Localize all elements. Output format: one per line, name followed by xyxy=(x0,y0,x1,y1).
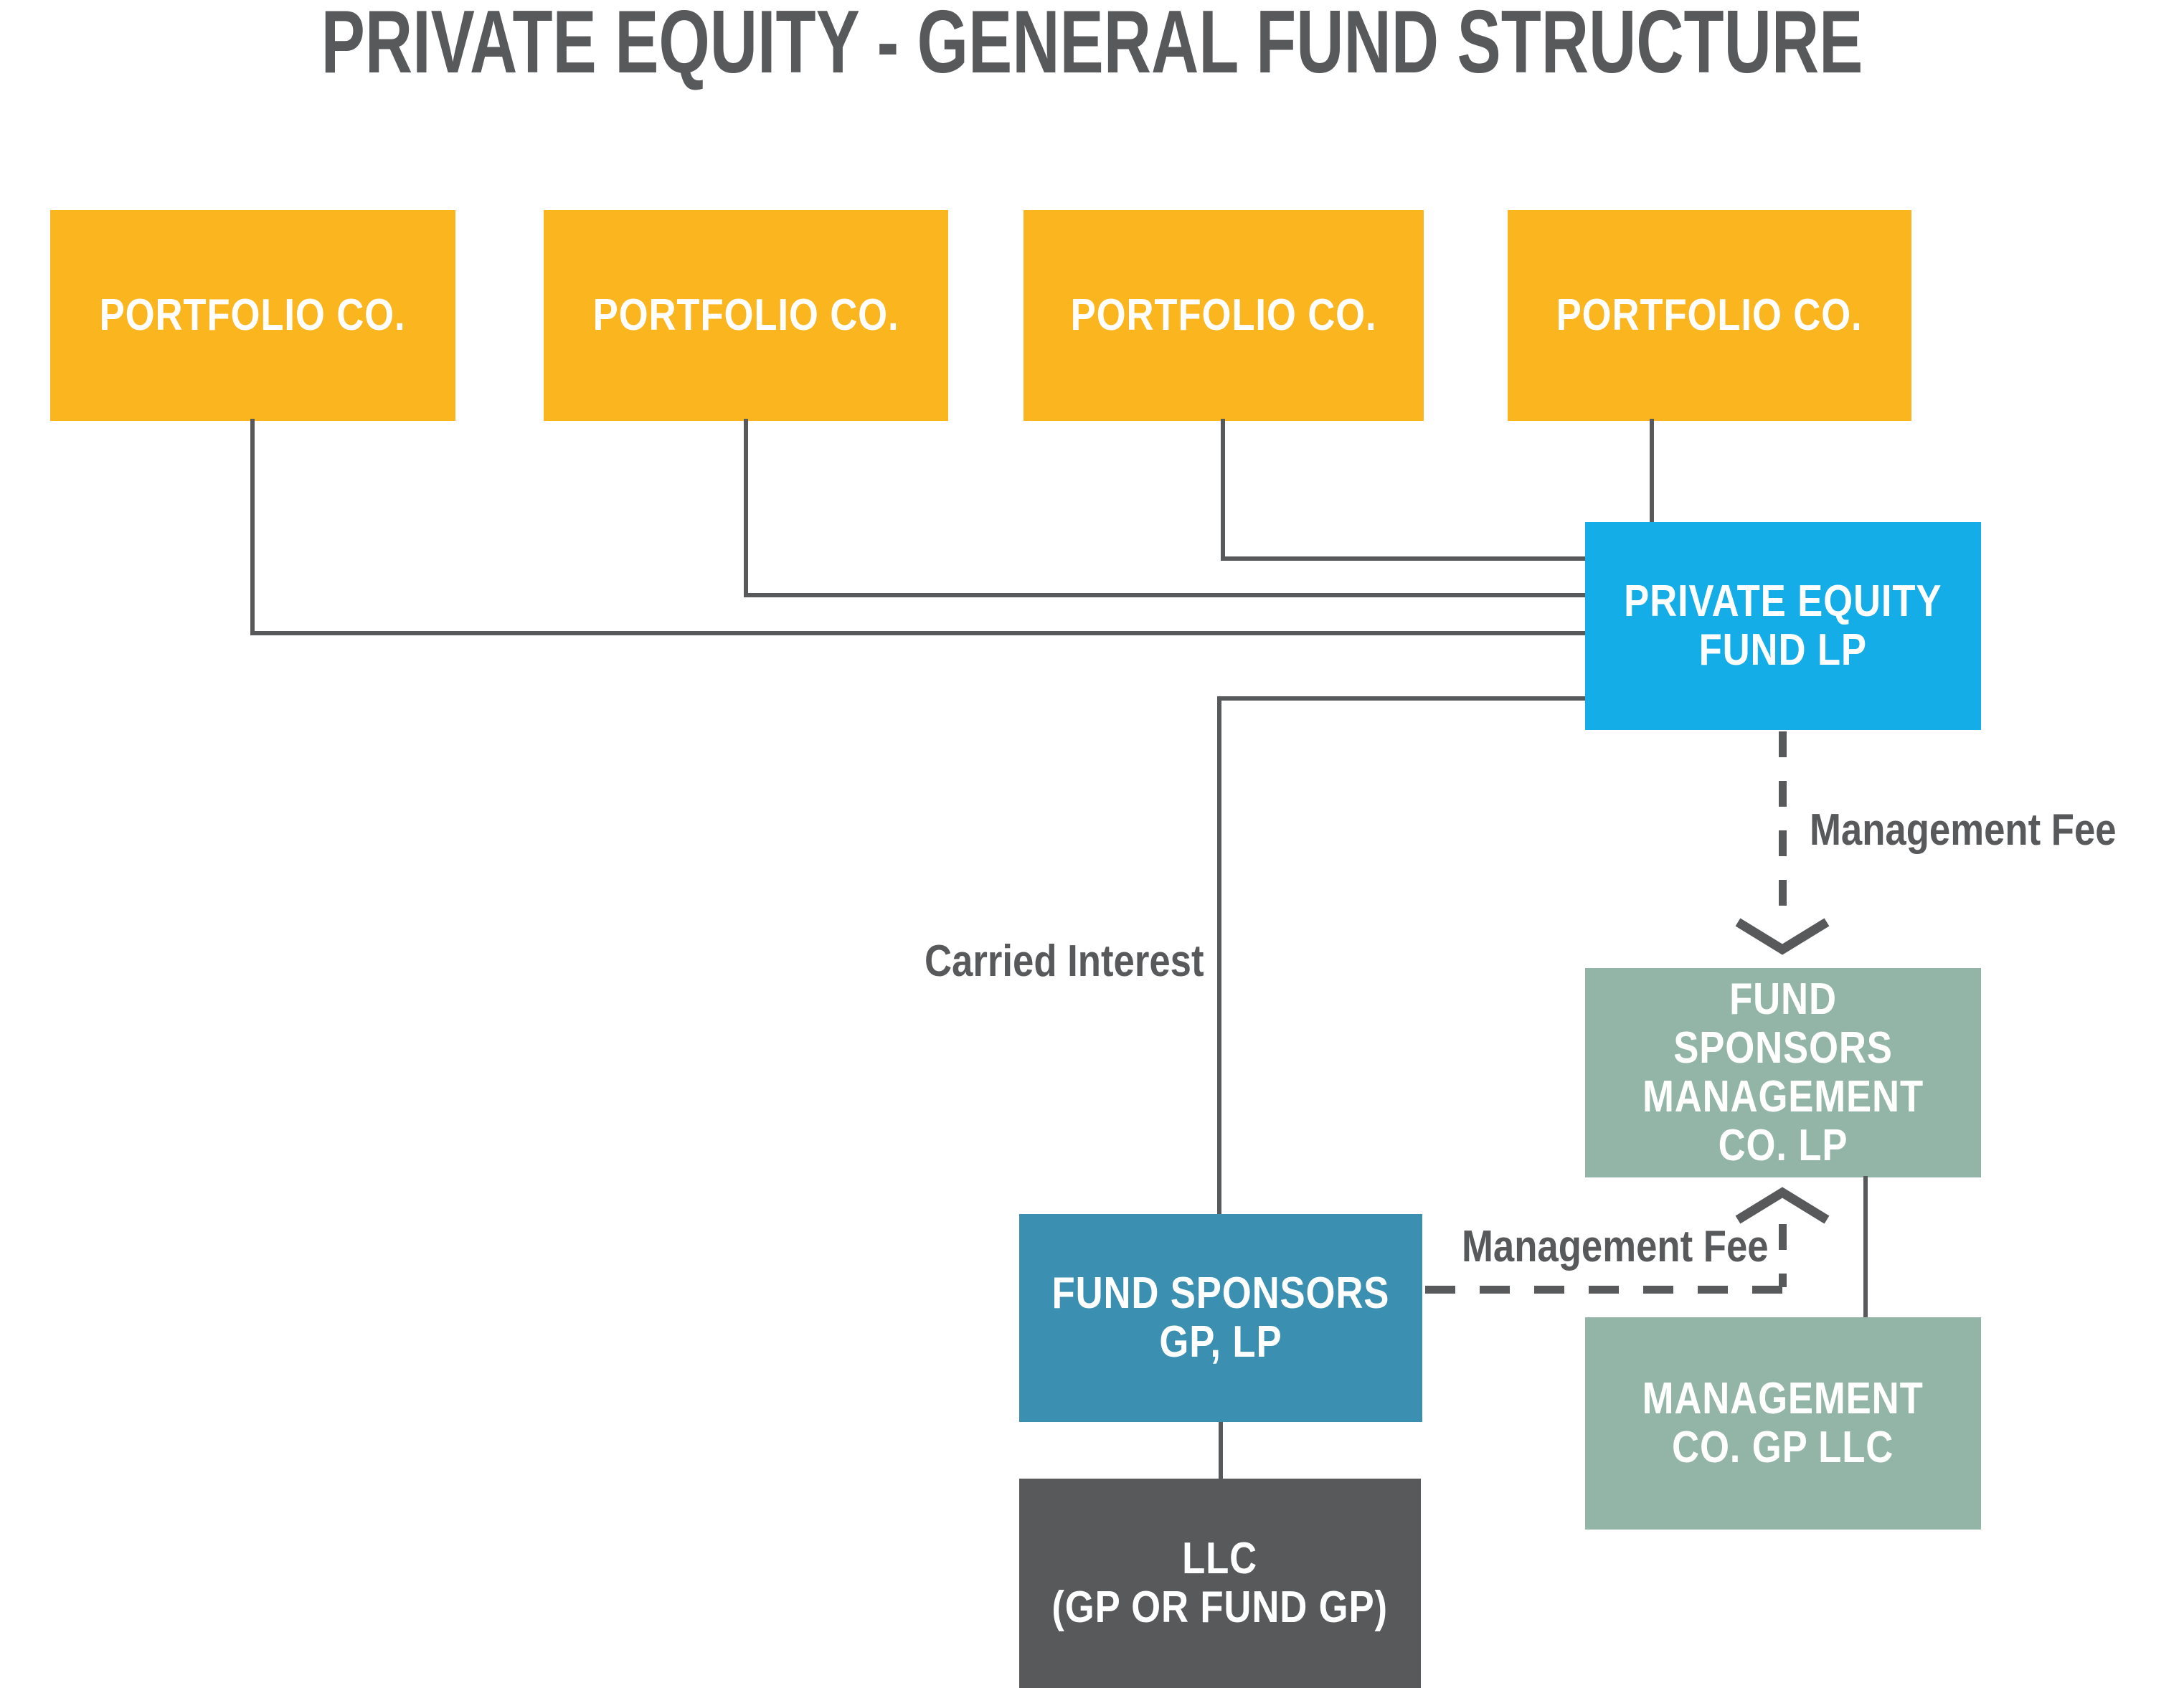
connector-carried-interest-vertical xyxy=(1217,696,1221,1215)
fund-sponsors-gp-lp-label: FUND SPONSORS GP, LP xyxy=(1051,1269,1390,1367)
connector-portfolio3-horizontal xyxy=(1221,556,1585,561)
management-fee-top-dashed-line xyxy=(1779,731,1787,919)
management-co-gp-llc-label: MANAGEMENT CO. GP LLC xyxy=(1642,1374,1924,1472)
management-co-gp-llc-box: MANAGEMENT CO. GP LLC xyxy=(1585,1317,1981,1530)
connector-portfolio2-horizontal xyxy=(744,593,1585,597)
portfolio-co-2-label: PORTFOLIO CO. xyxy=(592,290,899,340)
fund-sponsors-management-co-lp-box: FUND SPONSORS MANAGEMENT CO. LP xyxy=(1585,968,1981,1177)
connector-portfolio1-horizontal xyxy=(250,631,1585,635)
connector-portfolio2-vertical xyxy=(744,419,748,597)
portfolio-co-1-box: PORTFOLIO CO. xyxy=(50,210,455,421)
portfolio-co-3-label: PORTFOLIO CO. xyxy=(1070,290,1377,340)
connector-carried-interest-horizontal xyxy=(1217,696,1585,701)
connector-llc-vertical xyxy=(1219,1422,1223,1480)
management-fee-bottom-dashed-horizontal xyxy=(1425,1286,1787,1294)
fund-sponsors-gp-lp-box: FUND SPONSORS GP, LP xyxy=(1019,1214,1422,1422)
portfolio-co-3-box: PORTFOLIO CO. xyxy=(1024,210,1424,421)
fund-sponsors-management-co-lp-label: FUND SPONSORS MANAGEMENT CO. LP xyxy=(1642,975,1924,1170)
management-fee-top-label: Management Fee xyxy=(1810,805,2117,855)
management-fee-bottom-label: Management Fee xyxy=(1462,1222,1769,1271)
portfolio-co-1-label: PORTFOLIO CO. xyxy=(100,290,406,340)
management-fee-bottom-dashed-vertical xyxy=(1779,1224,1787,1287)
private-equity-fund-lp-box: PRIVATE EQUITY FUND LP xyxy=(1585,522,1981,730)
portfolio-co-2-box: PORTFOLIO CO. xyxy=(544,210,948,421)
llc-gp-or-fund-gp-label: LLC (GP OR FUND GP) xyxy=(1051,1534,1389,1632)
portfolio-co-4-label: PORTFOLIO CO. xyxy=(1556,290,1863,340)
carried-interest-label: Carried Interest xyxy=(925,937,1204,986)
connector-portfolio4-vertical xyxy=(1650,419,1654,523)
arrowhead-down-icon xyxy=(1735,918,1830,955)
llc-gp-or-fund-gp-box: LLC (GP OR FUND GP) xyxy=(1019,1479,1421,1688)
diagram-title: PRIVATE EQUITY - GENERAL FUND STRUCTURE xyxy=(321,0,1863,92)
connector-portfolio1-vertical xyxy=(250,419,255,635)
arrowhead-up-icon xyxy=(1735,1187,1830,1224)
connector-mgmtco-vertical xyxy=(1863,1176,1868,1319)
portfolio-co-4-box: PORTFOLIO CO. xyxy=(1508,210,1911,421)
private-equity-fund-lp-label: PRIVATE EQUITY FUND LP xyxy=(1624,577,1942,675)
connector-portfolio3-vertical xyxy=(1221,419,1225,561)
